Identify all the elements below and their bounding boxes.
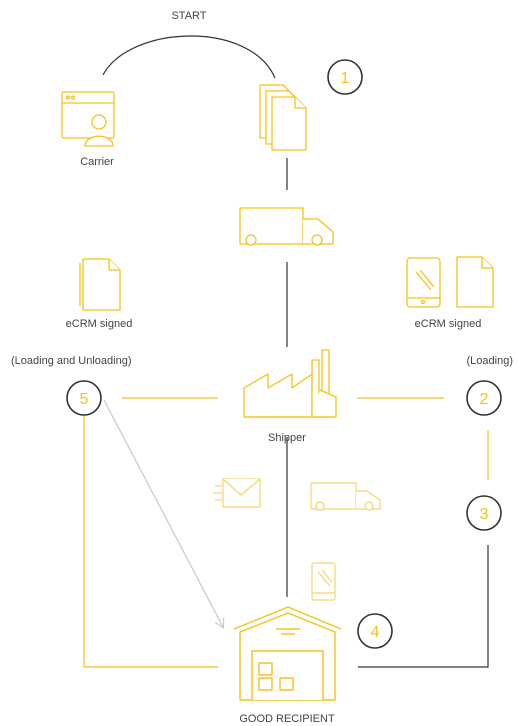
start-arc <box>102 35 276 79</box>
document-icon-right <box>456 256 494 308</box>
browser-user-icon <box>61 91 115 147</box>
svg-text:1: 1 <box>341 70 350 87</box>
step-4-badge: 4 <box>357 613 393 649</box>
step-2-badge: 2 <box>466 380 502 416</box>
carrier-label: Carrier <box>80 156 114 168</box>
warehouse-icon <box>233 606 342 701</box>
svg-text:3: 3 <box>480 506 489 523</box>
ecrm-right-label: eCRM signed <box>415 318 482 330</box>
svg-text:4: 4 <box>371 624 380 641</box>
phone-icon-small <box>311 562 336 601</box>
documents-icon <box>259 84 307 151</box>
connector-step3-recipient <box>358 545 489 668</box>
start-label: START <box>171 10 206 22</box>
truck-icon <box>239 207 334 246</box>
good-recipient-label: GOOD RECIPIENT <box>239 713 335 725</box>
connector-step5-recipient <box>83 415 218 668</box>
factory-icon <box>243 349 337 418</box>
step-3-badge: 3 <box>466 495 502 531</box>
step-1-badge: 1 <box>327 59 363 95</box>
document-icon <box>79 258 121 311</box>
shipper-label: Shipper <box>268 432 306 444</box>
loading-unloading-label: (Loading and Unloading) <box>11 355 131 367</box>
svg-text:2: 2 <box>480 391 489 408</box>
ecrm-left-label: eCRM signed <box>66 318 133 330</box>
svg-text:5: 5 <box>80 391 89 408</box>
loading-label: (Loading) <box>467 355 513 367</box>
arrow-step5-recipient <box>103 399 223 627</box>
envelope-icon <box>213 478 261 508</box>
truck-icon-small <box>310 482 381 511</box>
phone-icon <box>406 257 441 308</box>
step-5-badge: 5 <box>66 380 102 416</box>
